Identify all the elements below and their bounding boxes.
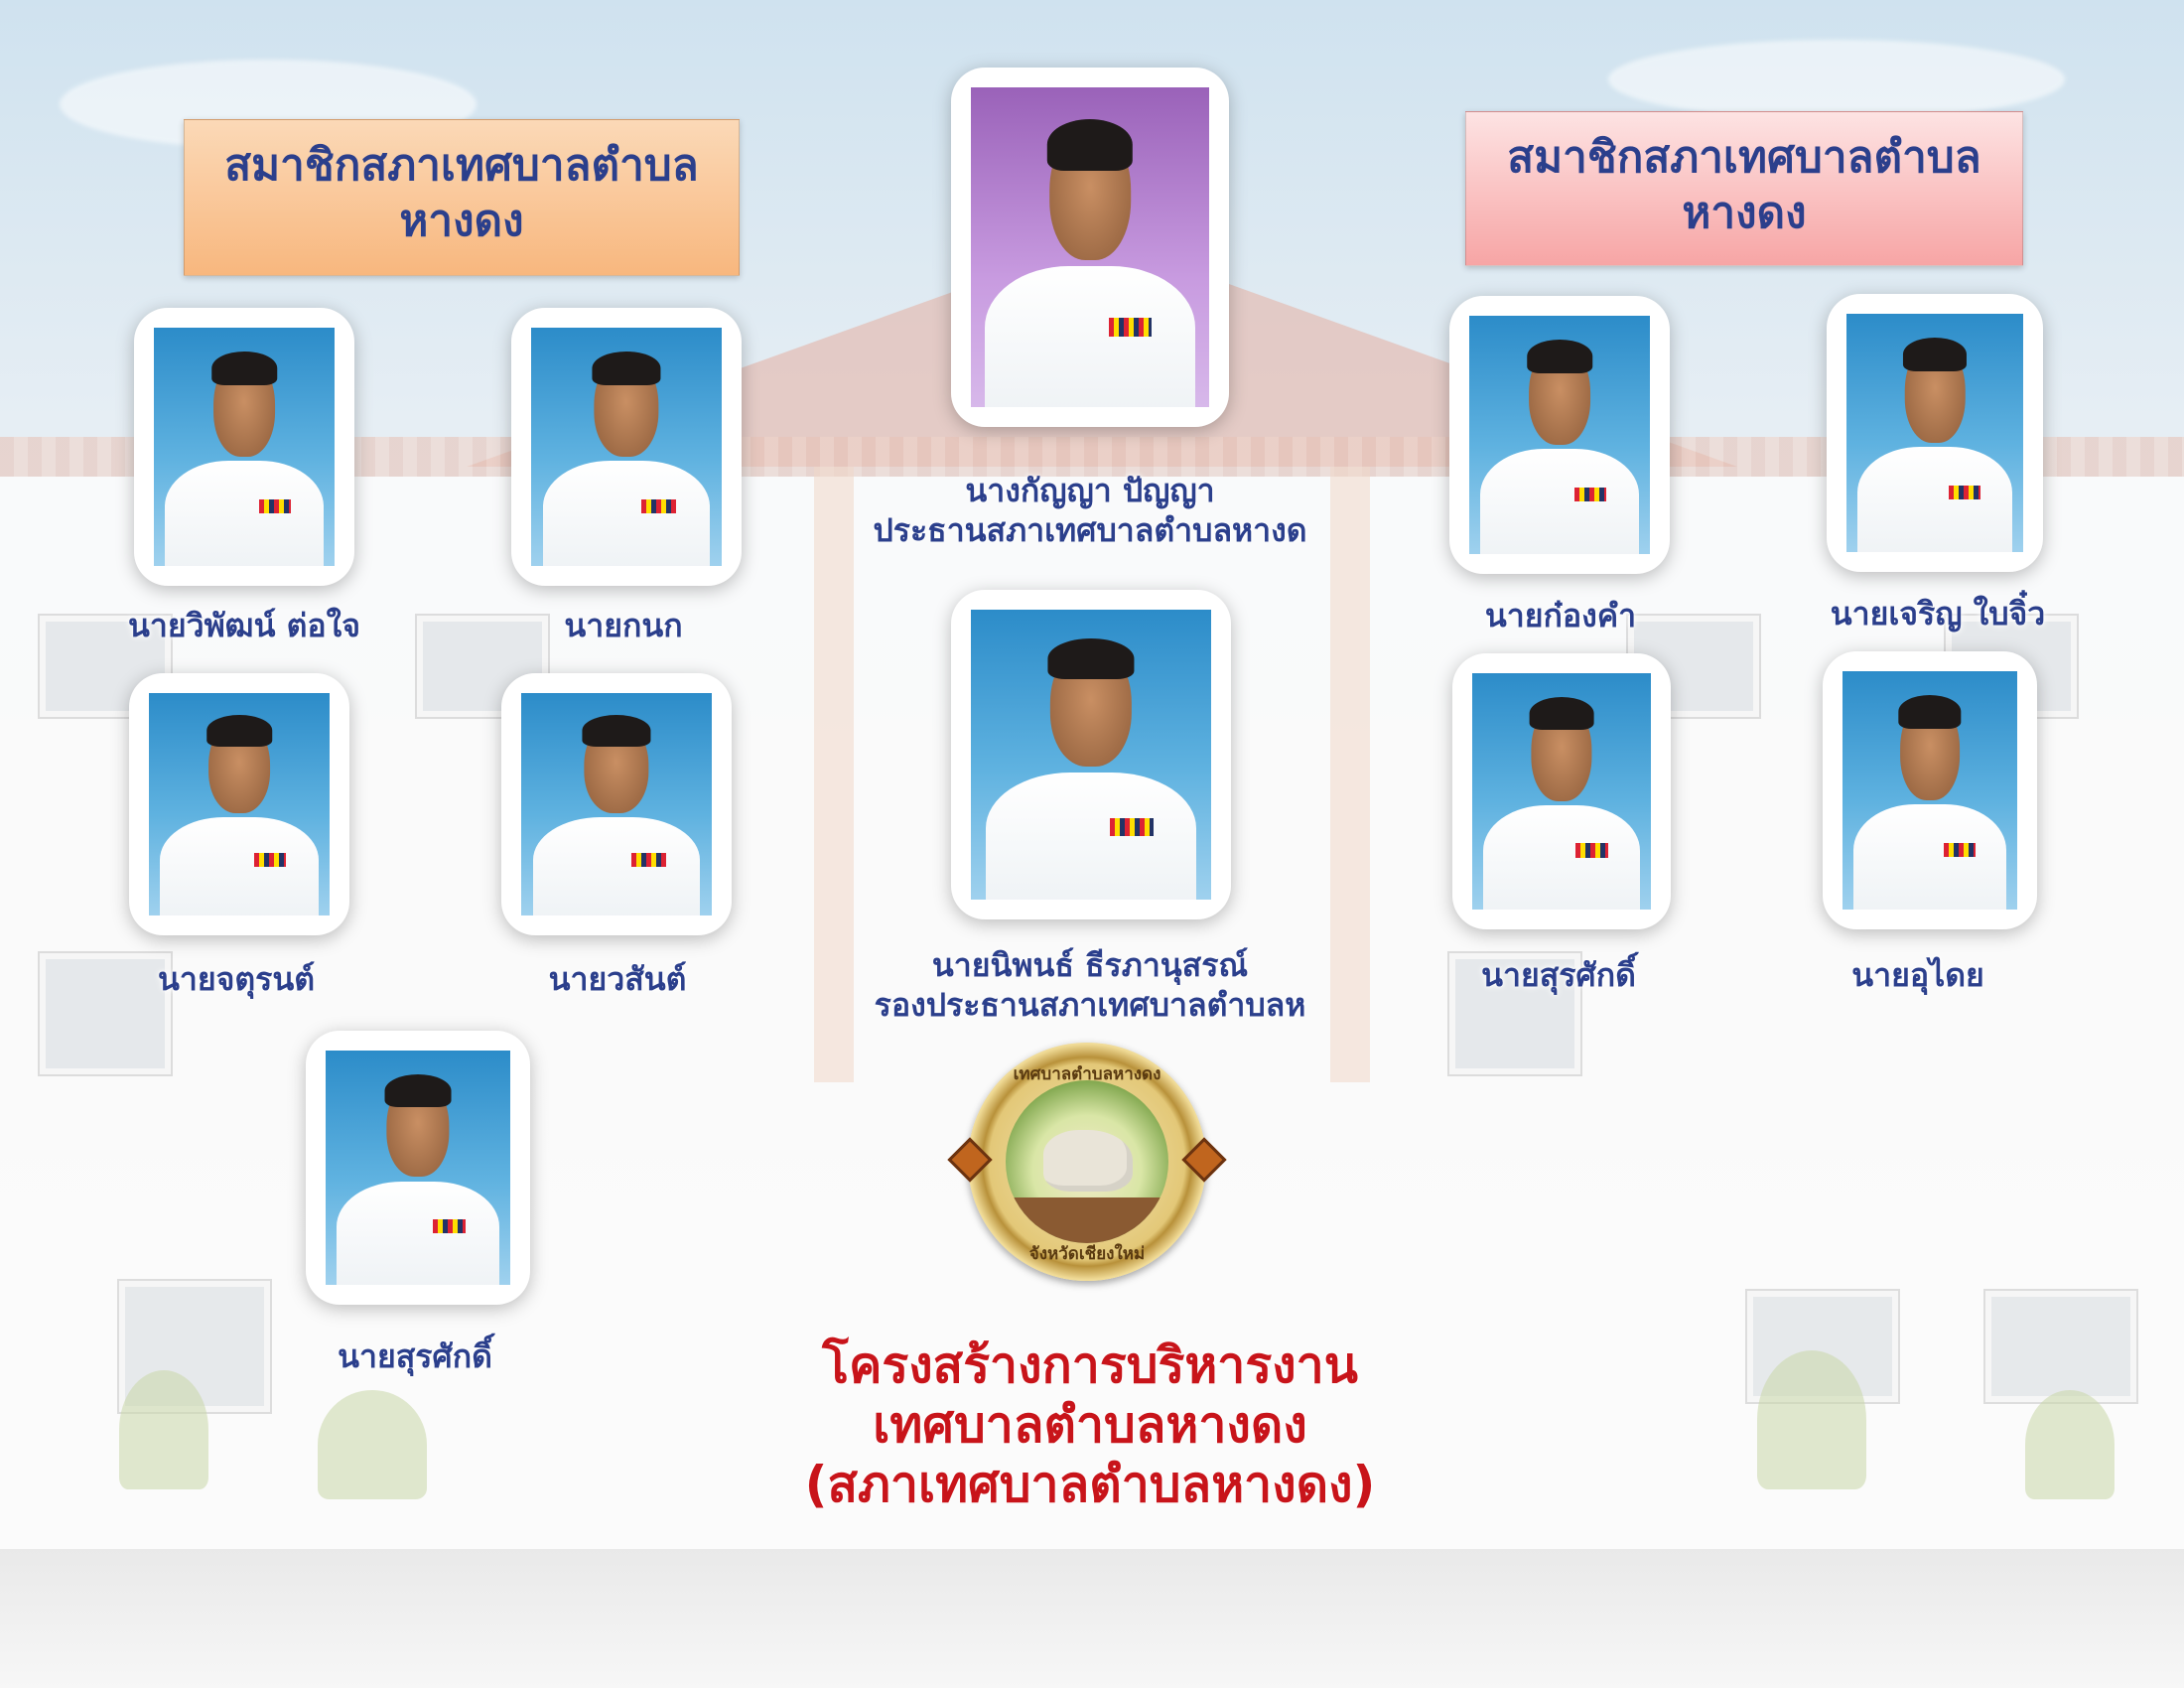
member-name: นายสุรศักดิ์ — [1481, 956, 1636, 994]
president-role: ประธานสภาเทศบาลตำบลหางด — [873, 511, 1307, 549]
member-photo-frame — [1452, 653, 1671, 929]
member-photo — [154, 328, 335, 566]
member-photo-frame — [1449, 296, 1670, 574]
member-name: นายวิพัฒน์ ต่อใจ — [128, 607, 360, 644]
member-photo-frame — [511, 308, 742, 586]
member-photo-frame — [1827, 294, 2043, 572]
member-photo — [1846, 314, 2023, 552]
member-name: นายอุไดย — [1851, 956, 1984, 994]
member-photo — [1472, 673, 1651, 910]
member-photo-frame — [1823, 651, 2037, 929]
header-left-council-members: สมาชิกสภาเทศบาลตำบล หางดง — [184, 119, 740, 276]
header-right-line2: หางดง — [1682, 188, 1807, 238]
elephant-icon — [1043, 1130, 1133, 1192]
member-photo — [1843, 671, 2017, 910]
member-name: นายเจริญ ใบจิ๋ว — [1830, 595, 2046, 633]
member-name: นายจตุรนต์ — [158, 960, 315, 998]
vice-president-role: รองประธานสภาเทศบาลตำบลห — [874, 986, 1306, 1024]
member-photo — [531, 328, 722, 566]
vice-president-name-label: นายนิพนธ์ ธีรภานุสรณ์ รองประธานสภาเทศบาล… — [875, 945, 1306, 1025]
president-photo — [971, 87, 1209, 407]
president-photo-frame — [951, 68, 1229, 427]
member-photo — [326, 1051, 510, 1285]
member-photo-frame — [134, 308, 354, 586]
main-title-line3: (สภาเทศบาลตำบลหางดง) — [804, 1456, 1376, 1513]
president-name: นางกัญญา ปัญญา — [965, 472, 1215, 509]
header-left-line2: หางดง — [399, 196, 524, 246]
member-photo-frame — [129, 673, 349, 935]
vice-president-name: นายนิพนธ์ ธีรภานุสรณ์ — [931, 946, 1249, 984]
member-photo — [521, 693, 712, 915]
municipality-seal: เทศบาลตำบลหางดง จังหวัดเชียงใหม่ — [947, 1043, 1227, 1281]
header-left-line1: สมาชิกสภาเทศบาลตำบล — [224, 140, 699, 191]
main-title-line1: โครงสร้างการบริหารงาน — [822, 1336, 1358, 1394]
member-name: นายสุรศักดิ์ — [338, 1337, 492, 1375]
member-name: นายวสันต์ — [548, 960, 687, 998]
member-photo-frame — [306, 1031, 530, 1305]
member-photo-frame — [501, 673, 732, 935]
member-photo — [149, 693, 330, 915]
main-title: โครงสร้างการบริหารงาน เทศบาลตำบลหางดง (ส… — [805, 1336, 1376, 1514]
header-right-line1: สมาชิกสภาเทศบาลตำบล — [1507, 132, 1981, 183]
header-right-council-members: สมาชิกสภาเทศบาลตำบล หางดง — [1465, 111, 2023, 266]
vice-president-photo-frame — [951, 590, 1231, 919]
seal-bottom-text: จังหวัดเชียงใหม่ — [1028, 1244, 1146, 1264]
seal-emblem — [1006, 1080, 1168, 1243]
president-name-label: นางกัญญา ปัญญา ประธานสภาเทศบาลตำบลหางด — [873, 471, 1306, 550]
member-name: นายก๋องคำ — [1484, 597, 1637, 634]
member-photo — [1469, 316, 1650, 554]
member-name: นายกนก — [564, 607, 683, 644]
main-title-line2: เทศบาลตำบลหางดง — [873, 1396, 1307, 1454]
seal-top-text: เทศบาลตำบลหางดง — [1013, 1064, 1161, 1084]
vice-president-photo — [971, 610, 1211, 900]
